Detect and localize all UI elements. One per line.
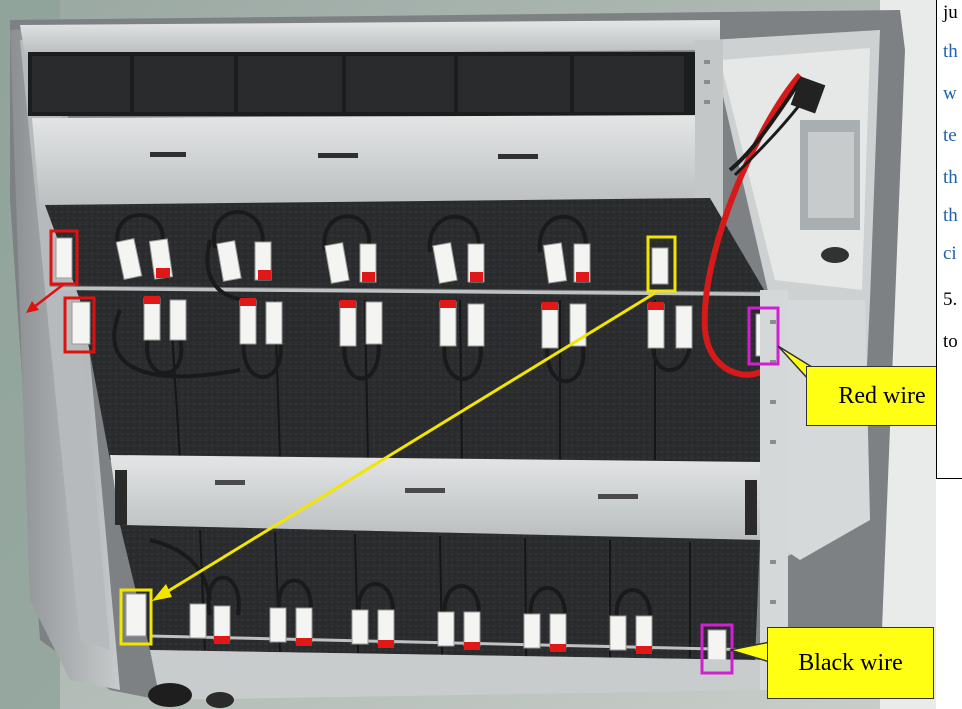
doc-fragment-8: to bbox=[943, 331, 958, 352]
doc-fragment-0: ju bbox=[943, 2, 958, 23]
red-wire-label: Red wire bbox=[838, 382, 926, 409]
doc-fragment-6: ci bbox=[943, 243, 957, 264]
doc-fragment-4: th bbox=[943, 167, 958, 188]
doc-fragment-3: te bbox=[943, 125, 957, 146]
doc-fragment-5: th bbox=[943, 205, 958, 226]
black-wire-callout: Black wire bbox=[767, 627, 934, 699]
cropped-document-text: ju th w te th th ci 5. to bbox=[936, 0, 962, 479]
doc-fragment-2: w bbox=[943, 83, 957, 104]
yellow-highlight-box-upper bbox=[646, 235, 677, 293]
red-highlight-box-lower bbox=[63, 296, 96, 354]
magenta-highlight-box-red-wire bbox=[747, 306, 780, 366]
doc-fragment-1: th bbox=[943, 41, 958, 62]
yellow-highlight-box-lower bbox=[119, 588, 153, 646]
doc-fragment-7: 5. bbox=[943, 289, 958, 310]
black-wire-label: Black wire bbox=[798, 649, 903, 676]
red-highlight-box-upper bbox=[49, 229, 79, 286]
red-wire-callout: Red wire bbox=[806, 366, 958, 426]
